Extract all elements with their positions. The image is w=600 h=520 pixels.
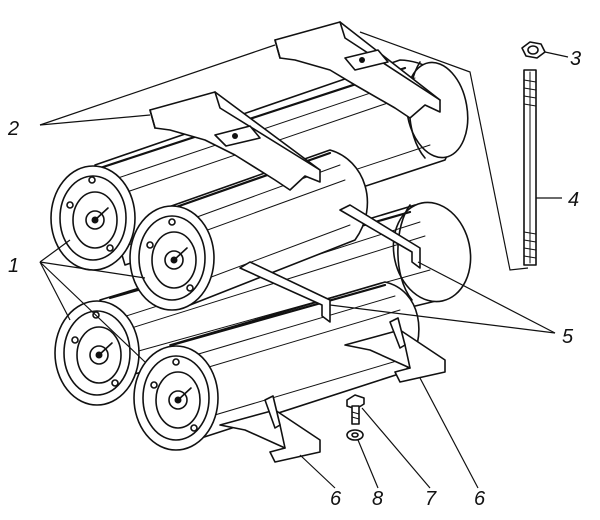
callout-5: 5	[562, 326, 574, 348]
callout-3: 3	[570, 48, 581, 70]
end-cap-upper-back	[50, 165, 136, 271]
callout-6-right: 6	[474, 488, 486, 510]
end-cap-upper-front	[129, 205, 215, 311]
bottom-bracket-left	[219, 395, 321, 463]
end-cap-lower-front	[133, 345, 219, 451]
callout-7: 7	[425, 488, 437, 510]
callout-4: 4	[568, 189, 579, 211]
washer	[346, 429, 364, 441]
callout-1: 1	[8, 255, 19, 277]
spacer-front	[239, 261, 331, 323]
leader-lines	[39, 44, 569, 489]
top-clamp-front	[149, 91, 321, 191]
bottom-bracket-right	[344, 317, 446, 383]
end-cap-lower-back	[54, 300, 140, 406]
bolt	[346, 394, 365, 425]
rod-guide-line	[359, 31, 529, 271]
callout-8: 8	[372, 488, 383, 510]
top-clamp-rear	[274, 21, 441, 119]
spacer-rear	[339, 204, 421, 269]
callout-2: 2	[7, 118, 19, 140]
tie-rod	[523, 69, 537, 266]
hex-nut	[521, 41, 546, 59]
callout-6-left: 6	[330, 488, 342, 510]
